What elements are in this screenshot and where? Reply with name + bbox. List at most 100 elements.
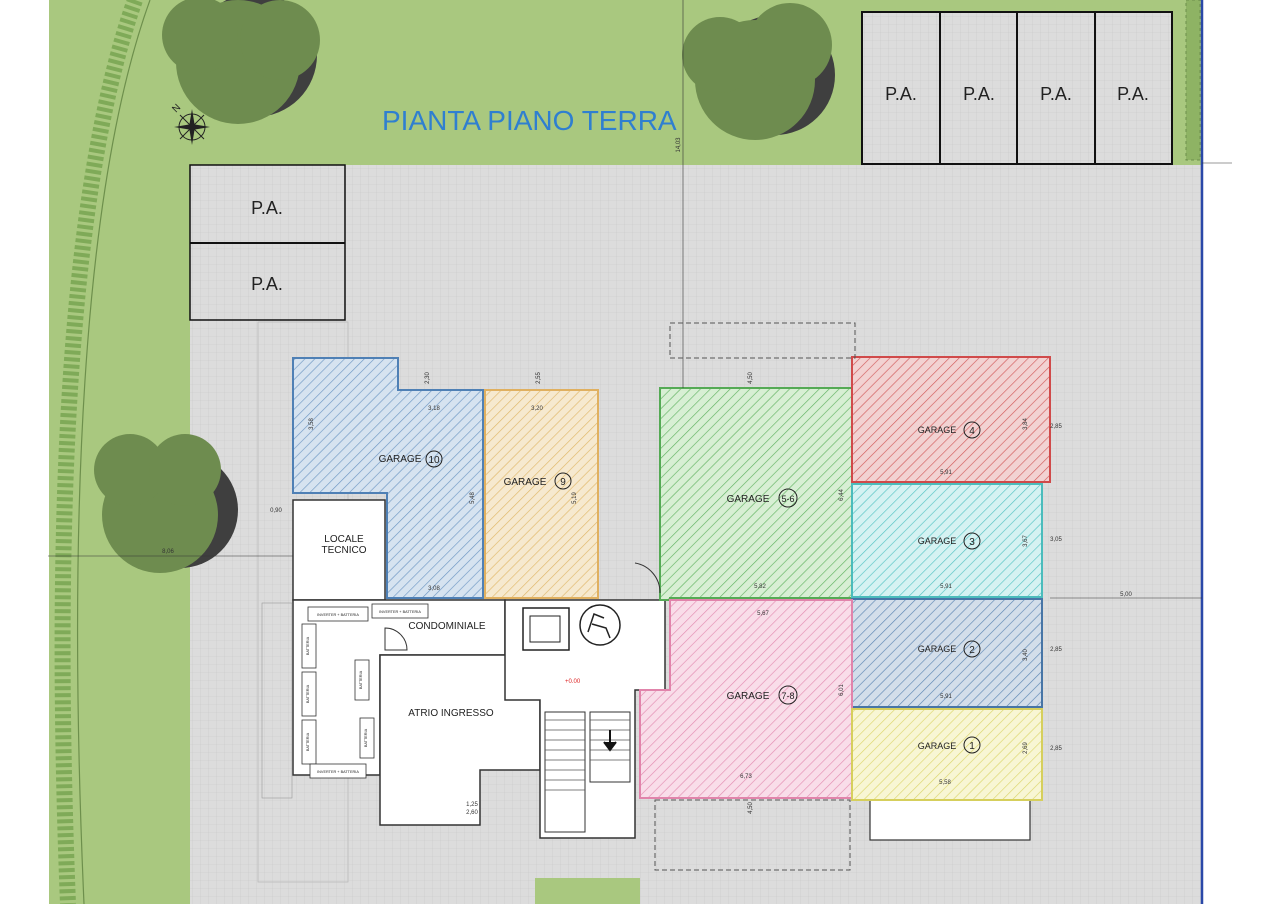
parking-label: P.A. (1040, 84, 1072, 104)
garage-2-area (851, 598, 1043, 708)
equipment-inverters: INVERTER + BATTERIA INVERTER + BATTERIA … (301, 603, 429, 779)
svg-text:5-6: 5-6 (781, 494, 794, 504)
garage-7-8-area (639, 599, 853, 799)
svg-text:GARAGE: GARAGE (727, 691, 770, 702)
svg-text:10: 10 (428, 455, 440, 466)
svg-text:7-8: 7-8 (781, 691, 794, 701)
elevator-icon (522, 604, 621, 651)
dim-125: 1,25 (466, 802, 478, 808)
condominiale-label: CONDOMINIALE (408, 621, 486, 632)
dim-567: 5,67 (757, 611, 769, 617)
dim-285: 2,85 (1050, 746, 1062, 752)
dim-285: 2,85 (1050, 424, 1062, 430)
locale-tecnico-label-2: TECNICO (322, 545, 367, 556)
garage-4-area (851, 356, 1051, 483)
svg-text:GARAGE: GARAGE (918, 536, 957, 546)
svg-text:GARAGE: GARAGE (727, 494, 770, 505)
svg-text:4: 4 (969, 426, 975, 437)
canopy-outline-bottom (654, 799, 851, 871)
svg-text:GARAGE: GARAGE (918, 741, 957, 751)
locale-tecnico-label-1: LOCALE (324, 534, 364, 545)
svg-text:9: 9 (560, 477, 566, 488)
dim-260: 2,60 (466, 810, 478, 816)
dim-358: 3,58 (309, 418, 315, 430)
dim-519: 5,19 (572, 492, 578, 504)
dim-500: 5,00 (1120, 592, 1132, 598)
dim-582: 5,82 (754, 584, 766, 590)
svg-text:GARAGE: GARAGE (918, 644, 957, 654)
svg-text:1: 1 (969, 741, 975, 752)
svg-text:GARAGE: GARAGE (379, 454, 422, 465)
garage-1-label: GARAGE 1 (918, 736, 981, 754)
dim-367: 3,67 (1023, 535, 1029, 547)
door-condominiale (384, 627, 408, 651)
garage-9-label: GARAGE 9 (504, 472, 572, 490)
staircase (544, 711, 631, 833)
dim-591: 5,91 (940, 470, 952, 476)
dim-591: 5,91 (940, 584, 952, 590)
svg-text:GARAGE: GARAGE (918, 425, 957, 435)
tree-top-center (682, 3, 835, 140)
garage-10-label: GARAGE 10 (379, 450, 443, 468)
garage-5-6-label: GARAGE 5-6 (727, 488, 798, 508)
svg-text:INVERTER + BATTERIA: INVERTER + BATTERIA (317, 613, 359, 617)
plan-title: PIANTA PIANO TERRA (382, 105, 677, 136)
svg-text:BATTERIA: BATTERIA (359, 670, 363, 689)
hedge-right (1185, 0, 1201, 161)
dim-285: 2,85 (1050, 647, 1062, 653)
svg-text:BATTERIA: BATTERIA (306, 684, 310, 703)
parking-label: P.A. (251, 198, 283, 218)
dim-269: 2,69 (1023, 742, 1029, 754)
garage-9-area (484, 389, 599, 599)
garage-3-label: GARAGE 3 (918, 532, 981, 550)
dim-673: 6,73 (740, 774, 752, 780)
svg-text:BATTERIA: BATTERIA (364, 728, 368, 747)
parking-top-group: P.A. P.A. P.A. P.A. (861, 11, 1173, 165)
lawn-strip-bottom (535, 878, 640, 904)
parking-left-group: P.A. P.A. (189, 164, 346, 321)
svg-text:3: 3 (969, 537, 975, 548)
dim-548: 5,48 (470, 492, 476, 504)
dim-340: 3,40 (1023, 649, 1029, 661)
dim-305: 3,05 (1050, 537, 1062, 543)
parking-label: P.A. (1117, 84, 1149, 104)
level-marker: +0.00 (565, 679, 581, 685)
dim-450: 4,50 (748, 372, 754, 384)
dim-1403: 14,03 (676, 137, 682, 153)
svg-text:2: 2 (969, 645, 975, 656)
garage-2-label: GARAGE 2 (918, 640, 981, 658)
svg-text:BATTERIA: BATTERIA (306, 732, 310, 751)
tree-top-left (162, 0, 320, 124)
dim-601: 6,01 (839, 684, 845, 696)
tree-left (94, 434, 238, 573)
parking-label: P.A. (885, 84, 917, 104)
garage-3-area (851, 483, 1043, 598)
svg-text:BATTERIA: BATTERIA (306, 636, 310, 655)
dim-558: 5,58 (939, 780, 951, 786)
parking-label: P.A. (251, 274, 283, 294)
garage-10-area (292, 357, 484, 599)
dim-644: 6,44 (839, 489, 845, 501)
atrio-ingresso-label: ATRIO INGRESSO (408, 708, 494, 719)
dim-255: 2,55 (536, 372, 542, 384)
dim-450: 4,50 (748, 802, 754, 814)
hedge-left (54, 0, 143, 904)
dim-230: 2,30 (425, 372, 431, 384)
parking-label: P.A. (963, 84, 995, 104)
garage-1-area (851, 708, 1043, 801)
svg-text:GARAGE: GARAGE (504, 477, 547, 488)
garden-curve-left (48, 0, 150, 904)
garage-7-8-label: GARAGE 7-8 (727, 685, 798, 705)
canopy-outline (669, 322, 856, 359)
dim-318: 3,18 (428, 406, 440, 412)
dim-384: 3,84 (1023, 418, 1029, 430)
dim-308: 3,08 (428, 586, 440, 592)
svg-text:INVERTER + BATTERIA: INVERTER + BATTERIA (317, 770, 359, 774)
svg-text:INVERTER + BATTERIA: INVERTER + BATTERIA (379, 610, 421, 614)
dim-591: 5,91 (940, 694, 952, 700)
garage-4-label: GARAGE 4 (918, 421, 981, 439)
dim-806: 8,06 (162, 549, 174, 555)
door-entrance (634, 562, 661, 594)
dim-320: 3,20 (531, 406, 543, 412)
